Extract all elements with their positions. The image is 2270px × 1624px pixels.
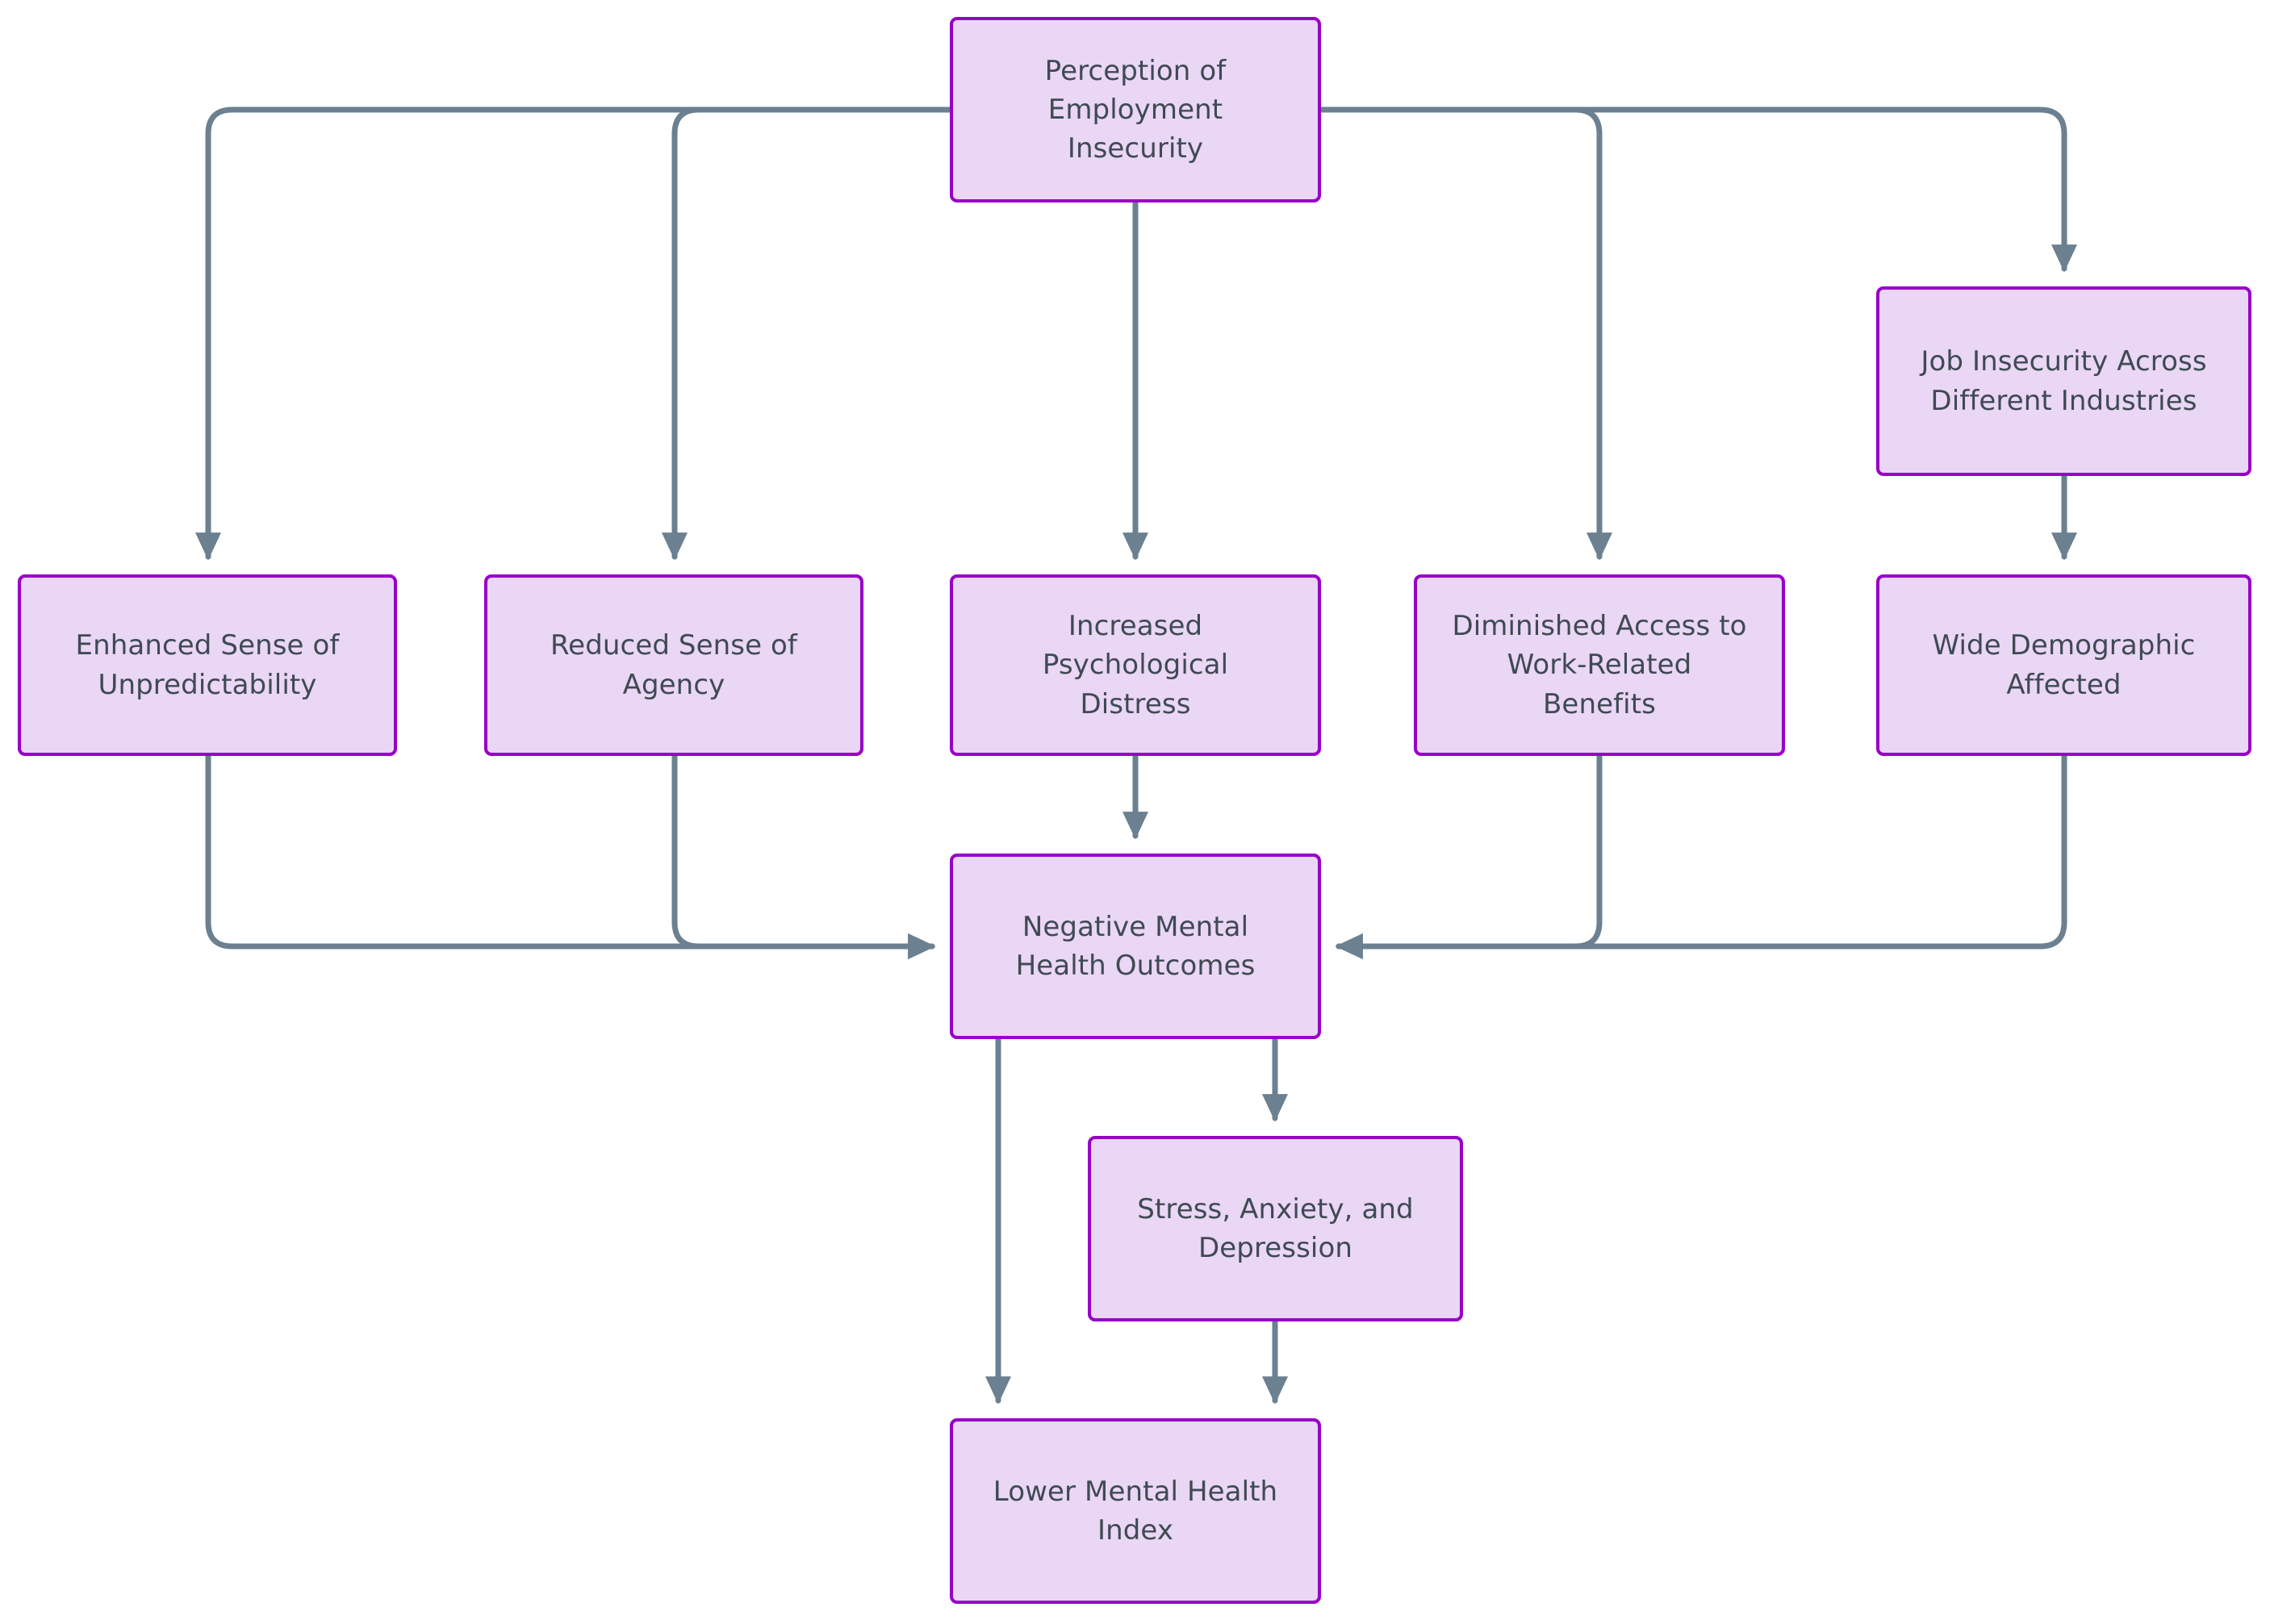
edge-demographic-to-outcomes xyxy=(1335,753,2067,960)
node-lower-mental-health-index[interactable]: Lower Mental Health Index xyxy=(950,1418,1321,1604)
node-negative-mental-health-outcomes[interactable]: Negative Mental Health Outcomes xyxy=(950,854,1321,1039)
node-enhanced-sense-of-unpredictability[interactable]: Enhanced Sense of Unpredictability xyxy=(18,574,397,756)
node-job-insecurity-across-different-industries[interactable]: Job Insecurity Across Different Industri… xyxy=(1876,286,2251,476)
edge-benefits-to-outcomes xyxy=(1335,753,1603,960)
edge-perception-to-unpredictability xyxy=(194,106,953,561)
edge-perception-to-industries xyxy=(1318,106,2078,273)
node-wide-demographic-affected[interactable]: Wide Demographic Affected xyxy=(1876,574,2251,756)
node-reduced-sense-of-agency[interactable]: Reduced Sense of Agency xyxy=(484,574,863,756)
edge-perception-to-agency xyxy=(661,106,953,561)
edge-perception-to-benefits xyxy=(1318,106,1613,561)
node-stress-anxiety-and-depression[interactable]: Stress, Anxiety, and Depression xyxy=(1088,1136,1463,1321)
node-diminished-access-to-work-related-benefits[interactable]: Diminished Access to Work-Related Benefi… xyxy=(1414,574,1785,756)
node-perception-of-employment-insecurity[interactable]: Perception of Employment Insecurity xyxy=(950,17,1321,202)
edge-agency-to-outcomes xyxy=(671,753,936,960)
node-increased-psychological-distress[interactable]: Increased Psychological Distress xyxy=(950,574,1321,756)
edge-unpredictability-to-outcomes xyxy=(205,753,936,960)
